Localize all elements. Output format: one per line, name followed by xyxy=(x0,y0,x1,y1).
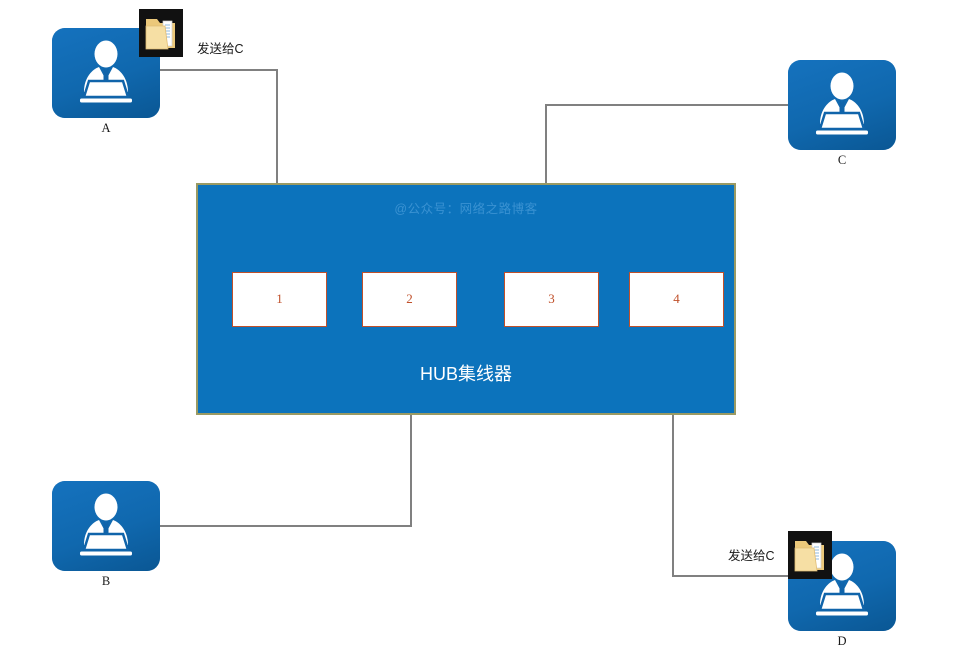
hub-port-3[interactable]: 3 xyxy=(504,272,599,327)
hub-port-1-label: 1 xyxy=(276,290,283,306)
folder-document-icon xyxy=(788,531,832,579)
hub-port-2-label: 2 xyxy=(406,290,413,306)
hub-port-4-label: 4 xyxy=(673,290,680,306)
node-d[interactable]: D xyxy=(788,541,896,649)
hub-port-2[interactable]: 2 xyxy=(362,272,457,327)
node-b[interactable]: B xyxy=(52,481,160,589)
pc-user-icon xyxy=(788,60,896,150)
node-c-label: C xyxy=(837,153,847,167)
hub-port-3-label: 3 xyxy=(548,290,555,306)
hub-title: HUB集线器 xyxy=(419,364,512,384)
pc-user-icon xyxy=(52,481,160,571)
hub-device[interactable]: @公众号：网络之路博客 1 2 3 4 HUB集线器 xyxy=(196,183,736,415)
watermark-text: @公众号：网络之路博客 xyxy=(394,202,538,216)
send-label-a: 发送给C xyxy=(197,42,244,56)
folder-document-icon xyxy=(139,9,183,57)
hub-port-1[interactable]: 1 xyxy=(232,272,327,327)
node-b-label: B xyxy=(101,574,111,588)
send-label-d: 发送给C xyxy=(728,549,775,563)
node-d-label: D xyxy=(837,634,847,648)
pc-user-icon xyxy=(788,541,896,631)
node-c[interactable]: C xyxy=(788,60,896,168)
node-a-label: A xyxy=(101,121,111,135)
hub-port-4[interactable]: 4 xyxy=(629,272,724,327)
